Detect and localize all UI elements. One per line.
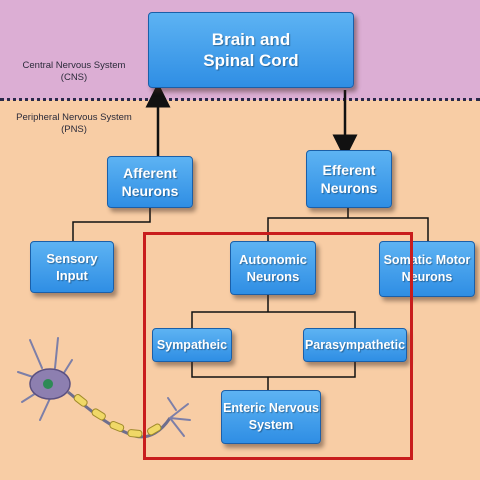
brain-line2: Spinal Cord bbox=[203, 51, 299, 70]
pns-label-line1: Peripheral Nervous System bbox=[16, 112, 132, 123]
cns-label: Central Nervous System (CNS) bbox=[6, 60, 142, 84]
somatic-motor-neurons-node: Somatic Motor Neurons bbox=[379, 241, 475, 297]
autonomic-line1: Autonomic bbox=[239, 252, 307, 267]
neuron-illustration-icon bbox=[17, 337, 191, 439]
parasympathetic-label: Parasympathetic bbox=[304, 338, 406, 352]
parasympathetic-node: Parasympathetic bbox=[303, 328, 407, 362]
afferent-line1: Afferent bbox=[123, 165, 177, 181]
efferent-line2: Neurons bbox=[320, 180, 378, 196]
afferent-neurons-node: Afferent Neurons bbox=[107, 156, 193, 208]
enteric-line1: Enteric Nervous bbox=[223, 401, 319, 415]
somatic-line2: Neurons bbox=[401, 270, 453, 284]
cns-label-line2: (CNS) bbox=[60, 72, 88, 83]
autonomic-line2: Neurons bbox=[246, 269, 300, 284]
pns-label: Peripheral Nervous System (PNS) bbox=[6, 112, 142, 136]
enteric-nervous-system-node: Enteric Nervous System bbox=[221, 390, 321, 444]
afferent-to-sensory-line bbox=[72, 207, 151, 241]
afferent-line2: Neurons bbox=[121, 183, 179, 199]
pns-label-line2: (PNS) bbox=[61, 124, 87, 135]
cns-label-line1: Central Nervous System bbox=[22, 60, 126, 71]
efferent-branch-line bbox=[267, 217, 429, 241]
sensory-line2: Input bbox=[56, 268, 88, 283]
sympathetic-parasympathetic-join-line bbox=[191, 362, 356, 378]
efferent-neurons-node: Efferent Neurons bbox=[306, 150, 392, 208]
brain-line1: Brain and bbox=[211, 30, 291, 49]
autonomic-highlight-frame bbox=[143, 232, 413, 460]
sensory-input-node: Sensory Input bbox=[30, 241, 114, 293]
efferent-line1: Efferent bbox=[322, 162, 376, 178]
autonomic-neurons-node: Autonomic Neurons bbox=[230, 241, 316, 295]
sympathetic-node: Sympatheic bbox=[152, 328, 232, 362]
brain-spinal-cord-node: Brain and Spinal Cord bbox=[148, 12, 354, 88]
cns-pns-divider bbox=[0, 98, 480, 101]
sensory-line1: Sensory bbox=[46, 251, 98, 266]
sympathetic-label: Sympatheic bbox=[156, 338, 228, 352]
autonomic-branch-line bbox=[191, 311, 356, 328]
somatic-line1: Somatic Motor bbox=[383, 253, 471, 267]
enteric-line2: System bbox=[248, 418, 294, 432]
